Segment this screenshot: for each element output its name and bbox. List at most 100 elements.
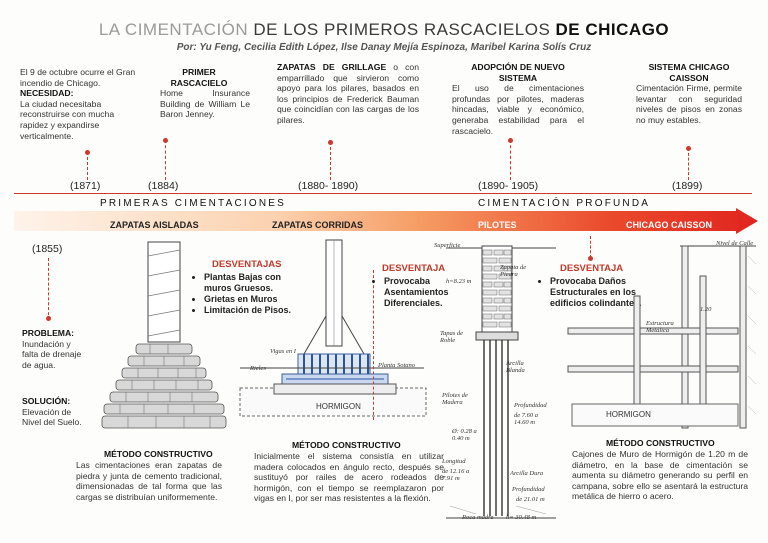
note-1884: PRIMER RASCACIELO Home Insurance Buildin… — [160, 67, 250, 120]
connector-pilotes-disadvantage — [373, 270, 374, 420]
solution-text: Elevación de Nivel del Suelo. — [22, 406, 82, 428]
label-profundidad-2: Profundidad — [512, 486, 545, 493]
method-caisson-text: Cajones de Muro de Hormigón de 1.20 m de… — [572, 449, 748, 502]
note-new-system: ADOPCIÓN DE NUEVO SISTEMA El uso de cime… — [452, 62, 584, 136]
method-caisson-title: MÉTODO CONSTRUCTIVO — [606, 438, 715, 448]
problem-label: PROBLEMA: — [22, 328, 75, 338]
label-hormigon-corridas: HORMIGON — [316, 402, 361, 411]
label-roca-madre: Roca madre — [462, 514, 494, 521]
caisson-title: SISTEMA CHICAGO CAISSON — [648, 62, 730, 83]
page-title: LA CIMENTACIÓN DE LOS PRIMEROS RASCACIEL… — [0, 20, 768, 40]
title-part-3: DE CHICAGO — [555, 20, 670, 39]
label-tapas-roble: Tapas de Roble — [440, 330, 464, 344]
connector-1890 — [510, 140, 511, 180]
measure-depth-2: de 21.01 m — [516, 496, 545, 503]
measure-caisson-diameter: 1.20 — [700, 306, 712, 313]
dot-1855 — [46, 316, 51, 321]
band-primeras: PRIMERAS CIMENTACIONES — [100, 198, 287, 209]
grillage-text: o con emparrillado que sirvieron como ap… — [277, 62, 419, 125]
first-skyscraper-title: PRIMER RASCACIELO — [170, 67, 228, 88]
dot-1899 — [686, 146, 691, 151]
connector-1871 — [87, 152, 88, 180]
label-profundidad-1: Profundidad — [514, 402, 547, 409]
band-profunda: CIMENTACIÓN PROFUNDA — [478, 198, 651, 209]
caisson-text: Cimentación Firme, permite levantar con … — [636, 83, 742, 125]
timeline-arrow — [14, 208, 758, 234]
disadvantage-item: Plantas Bajas con muros Gruesos. — [204, 272, 300, 294]
label-pilotes-madera: Pilotes de Madera — [442, 392, 468, 406]
stage-pilotes: PILOTES — [478, 220, 517, 230]
authors: Por: Yu Feng, Cecilia Edith López, Ilse … — [176, 42, 592, 53]
title-part-2: DE LOS PRIMEROS RASCACIELOS — [248, 20, 556, 39]
label-rieles: Rieles — [250, 365, 266, 372]
year-1884: (1884) — [148, 180, 179, 192]
timeline-line — [14, 193, 752, 194]
measure-depth-1: de 7.60 a 14.60 m — [514, 412, 539, 426]
year-1880-1890: (1880- 1890) — [298, 180, 359, 192]
disadvantage-pilotes-list: Provocaba Asentamientos Diferenciales. — [372, 276, 454, 309]
connector-1880 — [330, 142, 331, 180]
stage-aisladas: ZAPATAS AISLADAS — [110, 220, 199, 230]
disadvantage-item: Provocaba Daños Estructurales en los edi… — [550, 276, 650, 309]
label-superficie: Superficie — [434, 242, 461, 249]
problem-text: Inundación y falta de drenaje de agua. — [22, 338, 82, 370]
label-hormigon-caisson: HORMIGON — [606, 410, 651, 419]
disadvantage-pilotes-title: DESVENTAJA — [382, 263, 446, 274]
label-nivel-calle: Nivel de Calle — [716, 240, 754, 247]
grillage-title: ZAPATAS DE GRILLAGE — [277, 62, 387, 72]
need-text: La ciudad necesitaba reconstruirse con m… — [20, 98, 115, 141]
note-1871: El 9 de octubre ocurre el Gran incendio … — [20, 67, 140, 141]
new-system-text: El uso de cimentaciones profundas por pi… — [452, 83, 584, 136]
measure-length: de 12.16 a 7.91 m — [442, 468, 470, 482]
solution-block: SOLUCIÓN: Elevación de Nivel del Suelo. — [22, 396, 88, 428]
solution-label: SOLUCIÓN: — [22, 396, 71, 406]
label-estructura-metalica: Estructura Metálica — [646, 320, 674, 334]
drawing-caisson — [567, 245, 757, 429]
disadvantage-caisson-list: Provocaba Daños Estructurales en los edi… — [538, 276, 650, 309]
dot-caisson-disadvantage — [588, 256, 593, 261]
dot-1890 — [508, 138, 513, 143]
measure-roca-madre: h= 30.48 m — [506, 514, 537, 521]
label-longitud: Longitud — [442, 458, 466, 465]
connector-1884 — [165, 140, 166, 180]
disadvantages-corridas-title: DESVENTAJAS — [212, 259, 282, 270]
year-1855: (1855) — [32, 243, 63, 255]
stage-caisson: CHICAGO CAISSON — [626, 220, 713, 230]
method-aisladas-title: MÉTODO CONSTRUCTIVO — [104, 449, 213, 459]
year-1899: (1899) — [672, 180, 703, 192]
need-label: NECESIDAD: — [20, 88, 74, 99]
measure-h823: h=8.23 m — [446, 278, 472, 285]
method-corridas-text: Inicialmente el sistema consistía en uti… — [254, 451, 444, 504]
disadvantage-item: Grietas en Muros — [204, 294, 300, 305]
label-vigas: Vigas en I — [270, 348, 296, 355]
note-grillage: ZAPATAS DE GRILLAGE o con emparrillado q… — [277, 62, 419, 126]
drawing-pilotes — [446, 245, 556, 519]
disadvantage-caisson-title: DESVENTAJA — [560, 263, 624, 274]
new-system-title: ADOPCIÓN DE NUEVO SISTEMA — [471, 62, 565, 83]
measure-diameter: Ø: 0.28 a 0.40 m — [452, 428, 477, 442]
label-zapata-piedra: Zapata de Piedra — [500, 264, 527, 278]
disadvantage-item: Provocaba Asentamientos Diferenciales. — [384, 276, 454, 309]
connector-1899 — [688, 148, 689, 180]
dot-1884 — [163, 138, 168, 143]
label-arcilla-blanda: Arcilla Blanda — [506, 360, 525, 374]
connector-caisson-disadvantage — [590, 236, 591, 258]
label-planta-sotano: Planta Sotano — [378, 362, 416, 369]
method-corridas-title: MÉTODO CONSTRUCTIVO — [292, 440, 401, 450]
year-1890-1905: (1890- 1905) — [478, 180, 539, 192]
dot-1871 — [85, 150, 90, 155]
problem-block: PROBLEMA: Inundación y falta de drenaje … — [22, 328, 88, 370]
first-skyscraper-text: Home Insurance Building de William Le Ba… — [160, 88, 250, 120]
stage-corridas: ZAPATAS CORRIDAS — [272, 220, 363, 230]
year-1871: (1871) — [70, 180, 101, 192]
label-arcilla-dura: Arcilla Dura — [510, 470, 544, 477]
connector-1855 — [48, 258, 49, 320]
drawing-aisladas — [101, 241, 227, 429]
note-caisson: SISTEMA CHICAGO CAISSON Cimentación Firm… — [636, 62, 742, 126]
disadvantages-corridas-list: Plantas Bajas con muros Gruesos. Grietas… — [192, 272, 300, 316]
drawing-corridas — [239, 239, 427, 417]
fire-intro: El 9 de octubre ocurre el Gran incendio … — [20, 67, 136, 88]
disadvantage-item: Limitación de Pisos. — [204, 305, 300, 316]
title-part-1: LA CIMENTACIÓN — [98, 20, 249, 39]
dot-1880 — [328, 140, 333, 145]
